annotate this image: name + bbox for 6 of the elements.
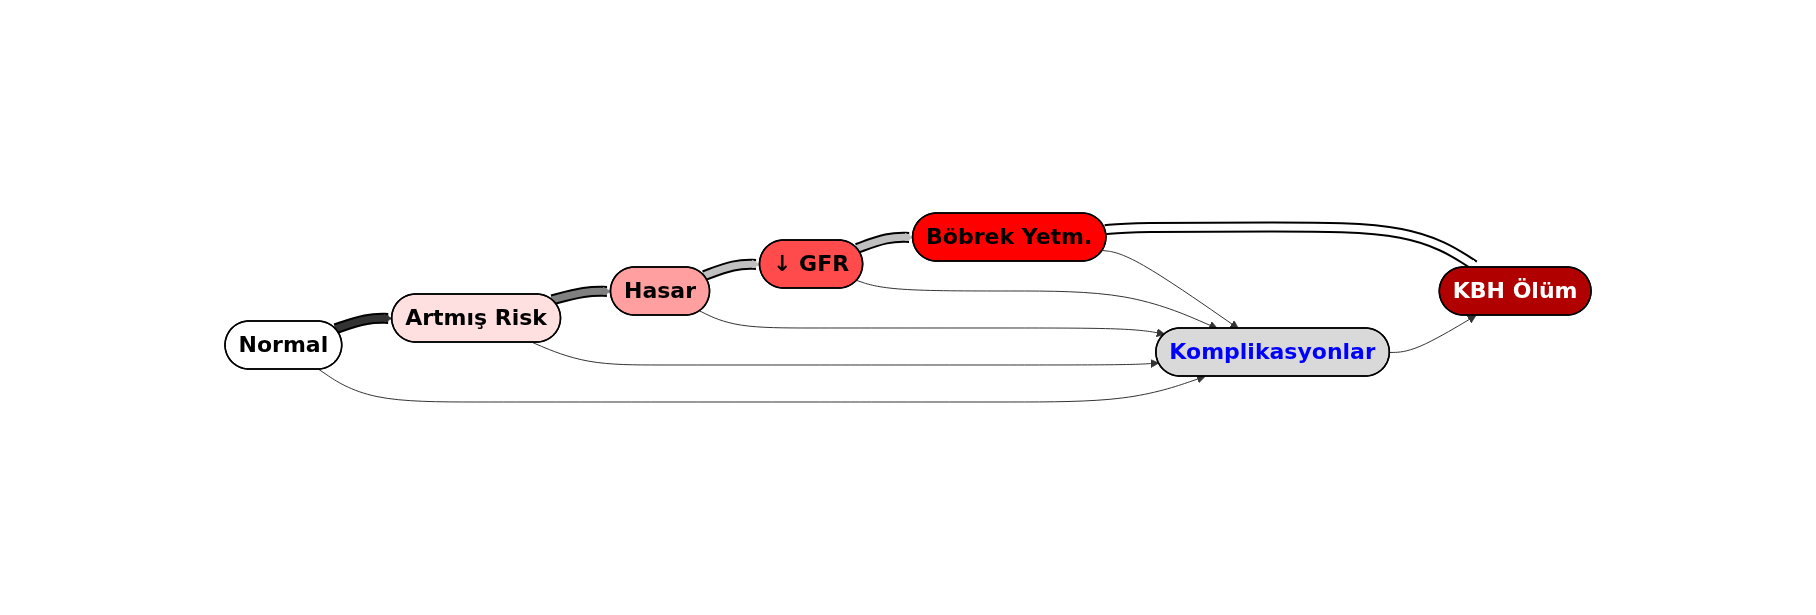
arrow bbox=[318, 368, 1206, 403]
arrow bbox=[531, 342, 1160, 368]
arrow bbox=[699, 310, 1166, 338]
arrow bbox=[1102, 249, 1239, 329]
arrow bbox=[1104, 223, 1479, 269]
arrow bbox=[1389, 315, 1477, 353]
